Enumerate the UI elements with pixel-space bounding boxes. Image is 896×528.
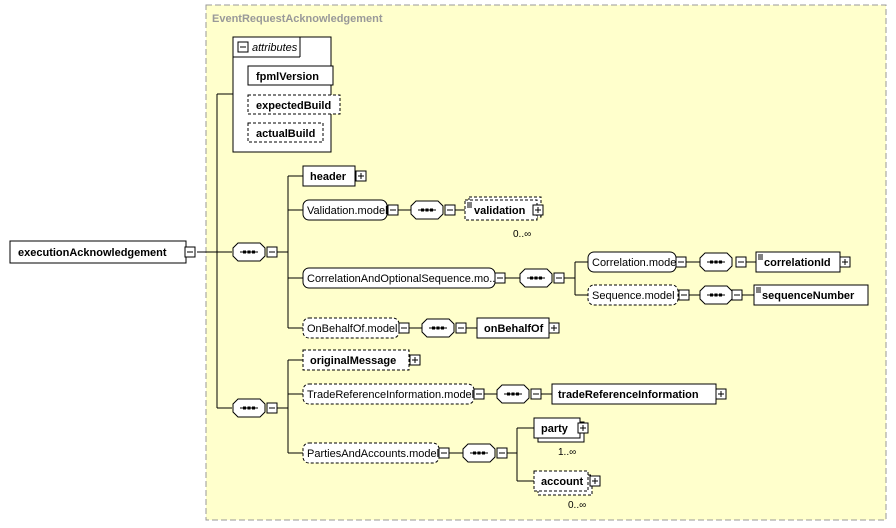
attribute-actualbuild[interactable]: actualBuild [247, 122, 324, 143]
element-correlation-id[interactable]: correlationId [755, 251, 851, 273]
group-correlation-model[interactable]: Correlation.model [587, 251, 687, 273]
svg-text:sequenceNumber: sequenceNumber [762, 290, 855, 302]
element-header[interactable]: header [302, 165, 367, 187]
svg-text:CorrelationAndOptionalSequence: CorrelationAndOptionalSequence.mo... [307, 273, 498, 285]
group-validation-model[interactable]: Validation.model [302, 199, 399, 221]
element-sequence-number[interactable]: sequenceNumber [753, 284, 869, 306]
group-correlation-and-optional-sequence-model[interactable]: CorrelationAndOptionalSequence.mo... [302, 267, 506, 289]
group-sequence-model[interactable]: Sequence.model [587, 284, 690, 306]
sequence-compositor-validation[interactable] [410, 200, 456, 220]
svg-text:Validation.model: Validation.model [307, 205, 388, 217]
svg-text:validation: validation [474, 205, 526, 217]
group-parties-and-accounts-model[interactable]: PartiesAndAccounts.model [302, 442, 450, 464]
sequence-compositor-trade-reference[interactable] [496, 384, 542, 404]
svg-text:party: party [541, 423, 569, 435]
sequence-compositor-on-behalf-of[interactable] [421, 318, 467, 338]
attribute-expectedbuild[interactable]: expectedBuild [247, 94, 341, 115]
attributes-collapse-button[interactable] [237, 41, 249, 53]
party-cardinality: 1..∞ [558, 447, 576, 458]
sequence-compositor-1[interactable] [232, 242, 278, 262]
sequence-compositor-sequence[interactable] [699, 285, 743, 305]
svg-text:executionAcknowledgement: executionAcknowledgement [18, 247, 167, 259]
svg-text:correlationId: correlationId [764, 257, 831, 269]
svg-text:tradeReferenceInformation: tradeReferenceInformation [558, 389, 699, 401]
svg-text:fpmlVersion: fpmlVersion [256, 71, 319, 83]
root-collapse-button[interactable] [184, 246, 196, 258]
svg-text:TradeReferenceInformation.mode: TradeReferenceInformation.model [307, 389, 474, 401]
svg-text:OnBehalfOf.model: OnBehalfOf.model [307, 323, 398, 335]
complex-type-title: EventRequestAcknowledgement [212, 13, 383, 25]
svg-text:header: header [310, 171, 347, 183]
element-on-behalf-of[interactable]: onBehalfOf [476, 317, 560, 339]
account-cardinality: 0..∞ [568, 500, 586, 511]
svg-text:expectedBuild: expectedBuild [256, 100, 331, 112]
svg-text:PartiesAndAccounts.model: PartiesAndAccounts.model [307, 448, 439, 460]
element-trade-reference-information[interactable]: tradeReferenceInformation [551, 383, 727, 405]
svg-text:account: account [541, 476, 584, 488]
svg-text:Correlation.model: Correlation.model [592, 257, 679, 269]
sequence-compositor-correlation-and-sequence[interactable] [519, 268, 565, 288]
svg-text:originalMessage: originalMessage [310, 355, 396, 367]
element-original-message[interactable]: originalMessage [302, 349, 421, 371]
element-account[interactable]: account [533, 470, 601, 496]
validation-cardinality: 0..∞ [513, 229, 531, 240]
connector-lines [197, 93, 756, 482]
svg-text:actualBuild: actualBuild [256, 128, 315, 140]
svg-text:Sequence.model: Sequence.model [592, 290, 675, 302]
optional-connector-lines [287, 278, 576, 481]
element-party[interactable]: party [533, 417, 589, 443]
root-element-executionacknowledgement[interactable]: executionAcknowledgement [9, 240, 187, 264]
attribute-fpmlversion[interactable]: fpmlVersion [247, 65, 334, 86]
group-on-behalf-of-model[interactable]: OnBehalfOf.model [302, 317, 410, 339]
sequence-compositor-parties[interactable] [462, 443, 508, 463]
sequence-compositor-correlation[interactable] [699, 252, 747, 272]
attributes-label: attributes [252, 42, 298, 54]
element-validation[interactable]: validation [464, 196, 544, 221]
sequence-compositor-2[interactable] [232, 398, 278, 418]
svg-text:onBehalfOf: onBehalfOf [484, 323, 544, 335]
group-trade-reference-information-model[interactable]: TradeReferenceInformation.model [302, 383, 485, 405]
